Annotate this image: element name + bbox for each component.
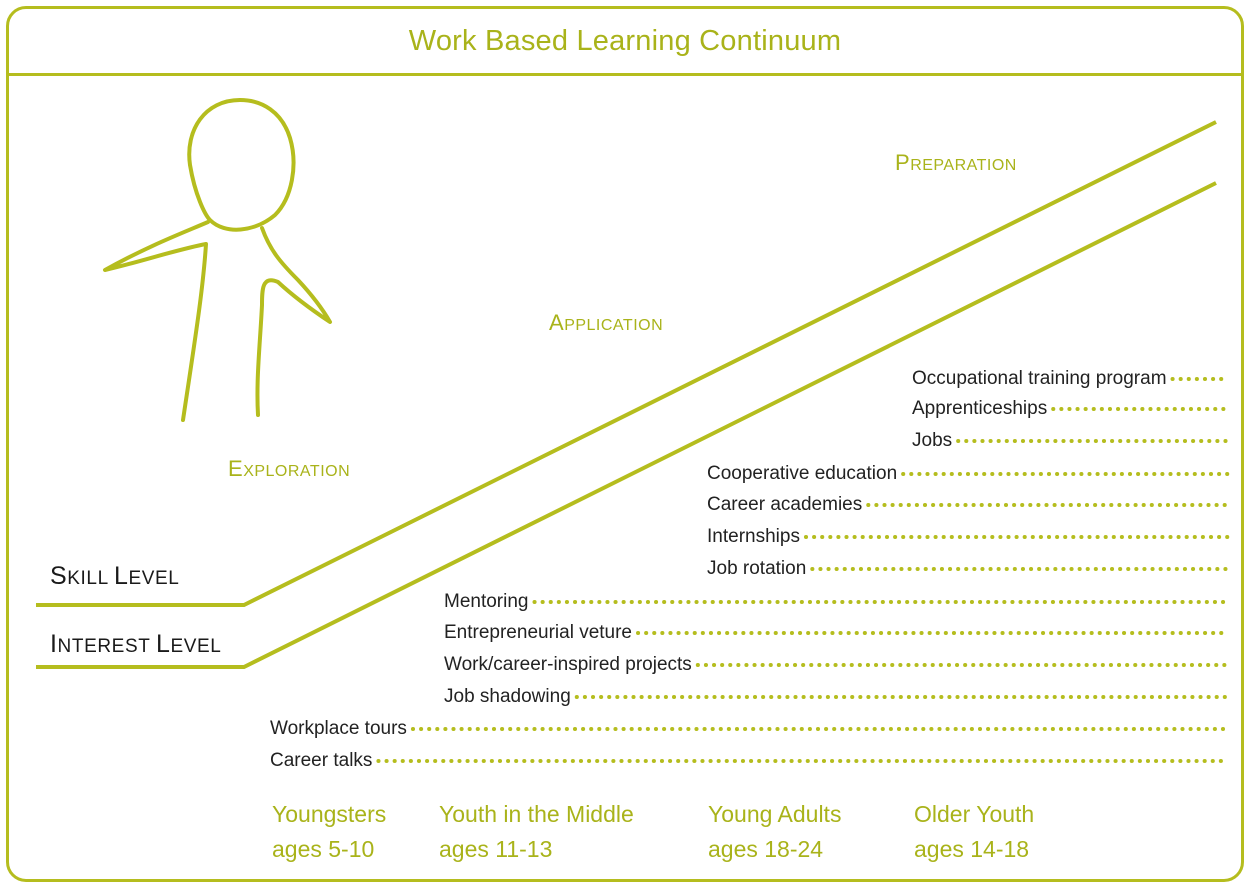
skill-level-label: SKILL LEVEL [50, 562, 179, 590]
age-group-youngsters: Youngsters ages 5-10 [272, 801, 386, 862]
age-group-range: ages 5-10 [272, 836, 374, 862]
activity-label: Work/career-inspired projects [444, 654, 692, 675]
age-group-name: Older Youth [914, 801, 1034, 827]
age-group-young-adults: Young Adults ages 18-24 [708, 801, 841, 862]
diagram-frame: Work Based Learning Continuum [6, 6, 1244, 882]
activity-row: Career academies [707, 494, 1230, 515]
activity-label: Entrepreneurial veture [444, 622, 632, 643]
stage-exploration: EXPLORATION [228, 456, 350, 481]
age-group-range: ages 14-18 [914, 836, 1029, 862]
activity-row: Work/career-inspired projects [444, 654, 1230, 675]
activity-label: Job rotation [707, 558, 806, 579]
activity-label: Career talks [270, 750, 372, 771]
activity-row: Job shadowing [444, 686, 1230, 707]
activity-row: Career talks [270, 750, 1230, 771]
activity-label: Occupational training program [912, 368, 1167, 389]
age-group-name: Youngsters [272, 801, 386, 827]
activity-label: Mentoring [444, 591, 529, 612]
stage-preparation: PREPARATION [895, 150, 1017, 175]
person-figure-icon [103, 98, 332, 422]
activity-row: Occupational training program [912, 368, 1230, 389]
interest-level-label: INTEREST LEVEL [50, 630, 221, 658]
activity-label: Workplace tours [270, 718, 407, 739]
age-group-range: ages 18-24 [708, 836, 823, 862]
activity-label: Jobs [912, 430, 952, 451]
activity-row: Entrepreneurial veture [444, 622, 1230, 643]
age-group-youth-middle: Youth in the Middle ages 11-13 [439, 801, 634, 862]
activity-label: Career academies [707, 494, 862, 515]
age-group-name: Young Adults [708, 801, 841, 827]
diagram-title: Work Based Learning Continuum [408, 24, 842, 57]
stage-application: APPLICATION [549, 310, 663, 335]
activity-row: Job rotation [707, 558, 1230, 579]
activity-row: Apprenticeships [912, 398, 1230, 419]
activity-label: Job shadowing [444, 686, 571, 707]
interest-level-line [36, 181, 1217, 669]
skill-level-line [36, 120, 1217, 607]
title-bar: Work Based Learning Continuum [9, 9, 1241, 76]
age-group-name: Youth in the Middle [439, 801, 634, 827]
activities-list: Occupational training programApprentices… [270, 368, 1230, 771]
age-group-range: ages 11-13 [439, 836, 552, 862]
activity-row: Cooperative education [707, 463, 1230, 484]
activity-label: Internships [707, 526, 800, 547]
age-group-older-youth: Older Youth ages 14-18 [914, 801, 1034, 862]
activity-row: Jobs [912, 430, 1230, 451]
activity-row: Workplace tours [270, 718, 1230, 739]
activity-label: Cooperative education [707, 463, 897, 484]
activity-row: Internships [707, 526, 1230, 547]
activity-row: Mentoring [444, 591, 1230, 612]
activity-label: Apprenticeships [912, 398, 1047, 419]
